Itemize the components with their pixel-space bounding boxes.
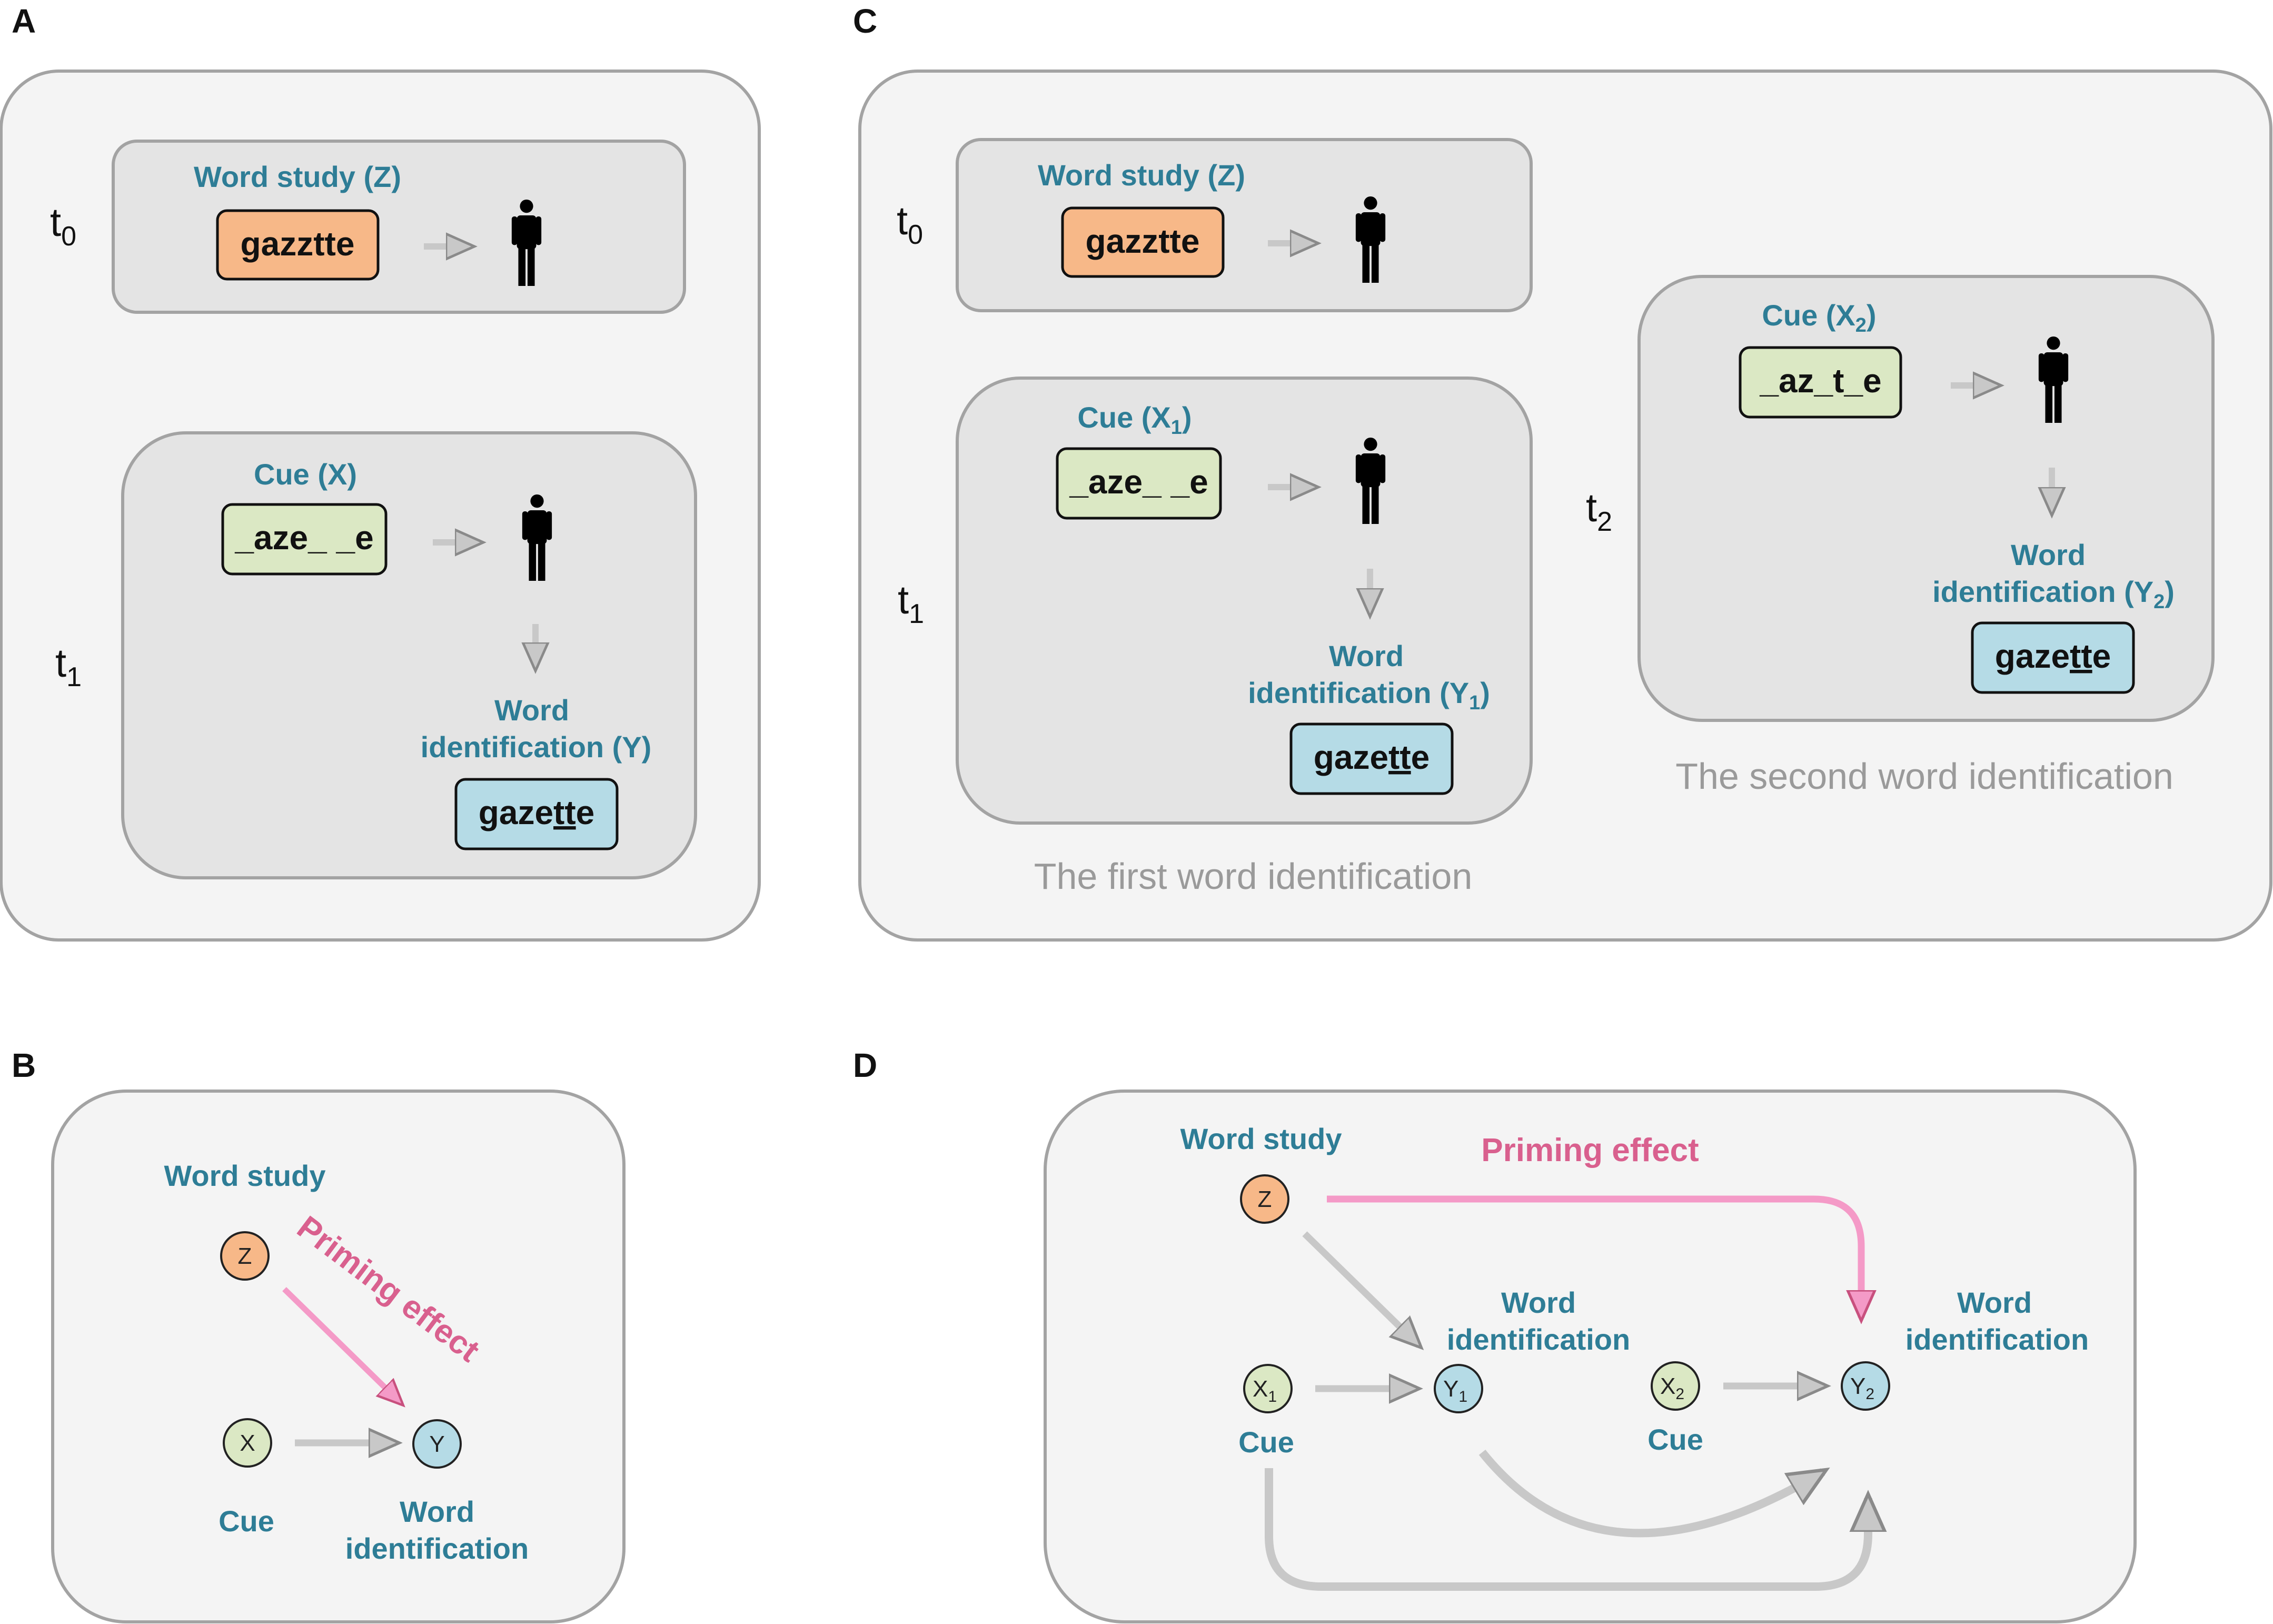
panel-a-study-label: Word study (Z) — [194, 160, 401, 193]
panel-d-node-y2 — [1841, 1361, 1890, 1411]
panel-c-id1-label-2: identification (Y1) — [1248, 676, 1490, 714]
panel-d-node-z-label: Z — [1258, 1186, 1272, 1212]
panel-c-id1-label-1: Word — [1329, 639, 1404, 672]
panel-c-id2-label-2: identification (Y2) — [1932, 575, 2175, 613]
panel-d-node-x2-label: X2 — [1660, 1373, 1684, 1403]
panel-c-caption-second: The second word identification — [1675, 756, 2173, 797]
panel-b-letter: B — [12, 1046, 36, 1084]
panel-d-word-id1-label-2: identification — [1447, 1323, 1630, 1356]
panel-d-word-study-label: Word study — [1180, 1122, 1342, 1155]
panel-a-letter: A — [12, 2, 36, 40]
panel-d-cue1-label: Cue — [1238, 1425, 1294, 1459]
panel-b: B Word study Priming effect Z X Y Cue Wo… — [12, 1046, 626, 1623]
panel-c-t2-label: t2 — [1586, 486, 1612, 537]
panel-c-target2-word: gazette — [1995, 637, 2111, 675]
panel-d-node-x1 — [1243, 1364, 1293, 1413]
panel-a-t0-label: t0 — [50, 200, 76, 252]
panel-d-edge-z-y2 — [1327, 1195, 1861, 1318]
panel-d-node-y1-label: Y1 — [1443, 1376, 1467, 1405]
panel-d-node-x2 — [1651, 1361, 1700, 1411]
panel-a-cue-word-box — [221, 503, 388, 576]
panel-d-word-id2-label-2: identification — [1905, 1323, 2089, 1356]
panel-d-word-id1-label-1: Word — [1501, 1286, 1576, 1319]
panel-a-t1-label: t1 — [55, 641, 82, 692]
panel-c-study-label: Word study (Z) — [1038, 159, 1245, 192]
panel-a-study-word: gazztte — [241, 225, 355, 263]
panel-c-letter: C — [853, 2, 877, 40]
panel-d-node-x1-label: X1 — [1253, 1376, 1277, 1405]
panel-b-node-z — [220, 1231, 270, 1281]
panel-d-edge-z-y1 — [1302, 1231, 1419, 1345]
panel-d-edge-y1-y2 — [1478, 1449, 1823, 1538]
panel-a-target-word: gazette — [479, 794, 595, 831]
panel-c-t1-label: t1 — [898, 578, 924, 629]
panel-c-target2-box — [1971, 621, 2135, 694]
panel-a-study-word-box — [216, 209, 380, 281]
panel-a-cue-label: Cue (X) — [254, 458, 357, 491]
panel-d-letter: D — [853, 1046, 877, 1084]
panel-d: D Word study Priming effect Z X1 Y1 X2 Y… — [853, 1046, 2137, 1623]
panel-b-node-x — [223, 1418, 272, 1468]
panel-c-target1-word: gazette — [1314, 738, 1430, 776]
panel-c-cue1-word: _aze_ _e — [1069, 463, 1208, 501]
panel-b-node-y — [412, 1419, 462, 1469]
panel-d-cue2-label: Cue — [1647, 1423, 1703, 1456]
panel-b-edge-z-y — [282, 1287, 401, 1403]
panel-b-frame — [51, 1090, 626, 1623]
panel-c-cue2-label: Cue (X2) — [1762, 299, 1876, 336]
panel-b-word-id-label-2: identification — [345, 1532, 529, 1565]
panel-c-cue2-word: _az_t_e — [1759, 362, 1881, 400]
panel-a-cue-word: _aze_ _e — [234, 519, 373, 557]
panel-b-node-y-label: Y — [429, 1431, 444, 1457]
panel-c: C t0 Word study (Z) gazztte t1 Cue (X1) … — [853, 2, 2272, 942]
panel-c-caption-first: The first word identification — [1034, 856, 1473, 897]
panel-a: A t0 Word study (Z) gazztte t1 Cue (X) _… — [0, 2, 761, 942]
panel-d-priming-label: Priming effect — [1481, 1132, 1699, 1169]
panel-c-cue2-word-box — [1739, 346, 1902, 419]
panel-d-frame — [1044, 1090, 2137, 1623]
panel-c-id2-label-1: Word — [2011, 538, 2086, 571]
panel-c-target1-box — [1289, 722, 1454, 795]
panel-d-node-y2-label: Y2 — [1850, 1373, 1874, 1403]
panel-d-edge-x1-y2 — [1265, 1468, 1868, 1591]
panel-c-cue1-word-box — [1056, 447, 1222, 520]
panel-b-word-study-label: Word study — [164, 1159, 326, 1192]
panel-b-node-x-label: X — [240, 1430, 255, 1456]
panel-d-node-z — [1240, 1174, 1289, 1224]
panel-a-target-word-box — [454, 778, 619, 850]
panel-d-node-y1 — [1434, 1364, 1483, 1413]
panel-a-id-label-1: Word — [494, 694, 569, 727]
panel-b-cue-label: Cue — [219, 1504, 274, 1538]
panel-b-word-id-label-1: Word — [400, 1495, 474, 1528]
panel-c-cue1-label: Cue (X1) — [1077, 401, 1192, 439]
panel-d-word-id2-label-1: Word — [1957, 1286, 2032, 1319]
panel-c-t0-label: t0 — [897, 199, 923, 250]
panel-b-node-z-label: Z — [238, 1243, 252, 1269]
panel-c-study-word: gazztte — [1086, 222, 1200, 260]
panel-a-id-label-2: identification (Y) — [421, 730, 652, 764]
panel-c-study-word-box — [1061, 206, 1225, 278]
